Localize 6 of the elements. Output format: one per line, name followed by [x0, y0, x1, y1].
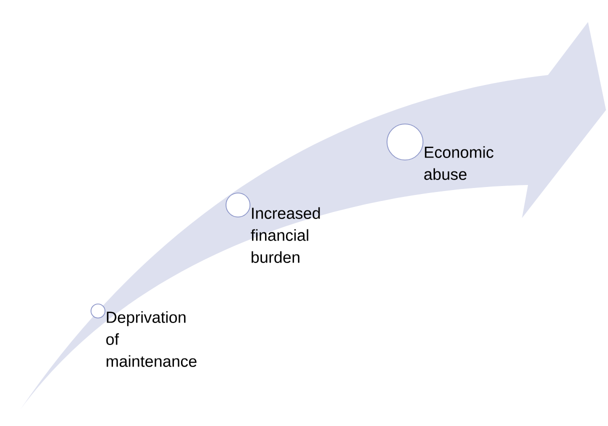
circle-marker: [226, 192, 250, 218]
circle-marker: [90, 304, 106, 318]
step-label: Increased financial burden: [250, 207, 320, 263]
step-label: Economic abuse: [424, 146, 494, 180]
step-label: Deprivation of maintenance: [106, 311, 196, 367]
circle-marker: [386, 124, 424, 160]
